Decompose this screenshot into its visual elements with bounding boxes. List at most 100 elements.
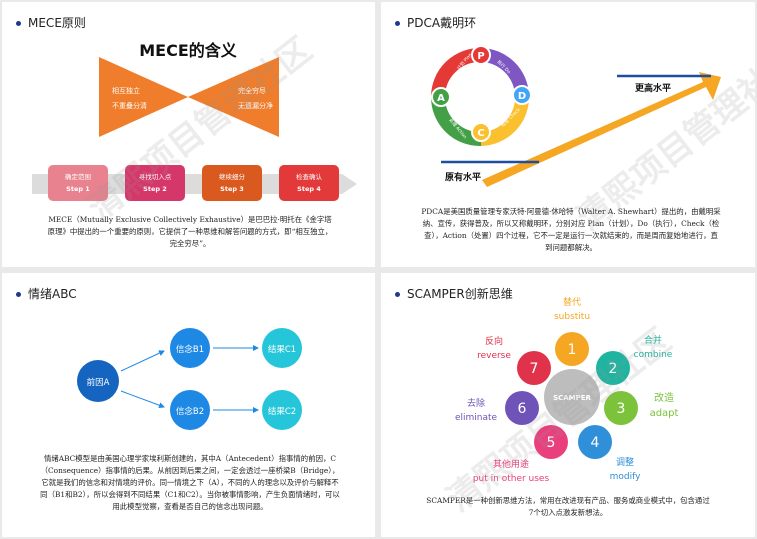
mece-right-label-2: 无遗漏分净 <box>238 101 273 110</box>
abc-node-b1-label: 信念B1 <box>176 344 204 355</box>
pdca-node-c <box>471 122 491 142</box>
abc-description: 情绪ABC模型是由美国心理学家埃利斯创建的，其中A（Antecedent）指事情… <box>40 454 340 511</box>
mece-step-1-num: Step 1 <box>66 185 90 193</box>
pdca-diagram: 持续改进 更高水平 原有水平 P D C A 计划 Plan 执行 Do 检查 <box>431 45 721 187</box>
pdca-cycle: P D C A 计划 Plan 执行 Do 检查 Check 处理 Action <box>431 45 532 146</box>
mece-step-2: 寻找切入点 Step 2 <box>125 165 185 201</box>
mece-heading: MECE的含义 <box>139 41 237 60</box>
scamper-circle-4 <box>578 425 612 459</box>
mece-step-4-label: 检查确认 <box>296 172 323 181</box>
bullet-dot-icon <box>395 292 400 297</box>
mece-step-4: 检查确认 Step 4 <box>279 165 339 201</box>
scamper-num-3: 3 <box>617 401 626 417</box>
mece-step-1-box <box>48 165 108 201</box>
mece-right-triangle <box>188 57 279 137</box>
pdca-high-level: 更高水平 <box>635 82 671 94</box>
mece-step-1: 确定范围 Step 1 <box>48 165 108 201</box>
scamper-cn-7: 反向 <box>485 335 503 347</box>
pdca-letter-d: D <box>518 91 526 102</box>
abc-title-text: 情绪ABC <box>28 287 77 301</box>
mece-step-2-box <box>125 165 185 201</box>
abc-node-b2-label: 信念B2 <box>176 406 204 417</box>
pdca-node-a <box>431 87 451 107</box>
scamper-center-label: SCAMPER <box>553 394 591 402</box>
mece-step-3-label: 继续细分 <box>219 172 246 181</box>
scamper-circle-6 <box>505 391 539 425</box>
scamper-en-6: eliminate <box>455 413 498 423</box>
bullet-dot-icon <box>395 21 400 26</box>
scamper-en-7: reverse <box>477 351 511 361</box>
abc-arrow-a-b2 <box>120 390 165 409</box>
scamper-en-3: adapt <box>650 408 679 419</box>
mece-title-text: MECE原则 <box>28 16 86 30</box>
scamper-title: SCAMPER创新思维 <box>395 285 513 302</box>
abc-panel: 情绪ABC 前因A 信念B1 信念B2 结果C1 结果C2 情绪ABC模型是由美… <box>2 273 375 537</box>
scamper-en-5: put in other uses <box>473 474 550 484</box>
pdca-letter-p: P <box>477 51 484 62</box>
abc-node-c2 <box>262 390 302 430</box>
scamper-cn-5: 其他用途 <box>493 458 529 470</box>
pdca-node-d <box>512 85 532 105</box>
abc-arrow-a-b1 <box>120 350 165 372</box>
mece-step-3-num: Step 3 <box>220 185 244 193</box>
scamper-cn-2: 合并 <box>644 334 662 346</box>
pdca-title: PDCA戴明环 <box>395 14 476 31</box>
mece-right-label-1: 完全穷尽 <box>238 86 266 95</box>
scamper-circle-7 <box>517 351 551 385</box>
mece-step-3: 继续细分 Step 3 <box>202 165 262 201</box>
abc-node-c1-label: 结果C1 <box>268 344 296 355</box>
scamper-num-1: 1 <box>568 342 577 358</box>
abc-diagram: 前因A 信念B1 信念B2 结果C1 结果C2 <box>77 328 302 430</box>
pdca-original-level: 原有水平 <box>445 171 481 183</box>
scamper-en-1: substitu <box>554 312 590 322</box>
mece-step-3-box <box>202 165 262 201</box>
scamper-center <box>544 369 600 425</box>
scamper-en-4: modify <box>610 472 641 482</box>
abc-node-b2 <box>170 390 210 430</box>
scamper-panel: SCAMPER创新思维 SCAMPER 1 替代 substitu 2 合并 c… <box>381 273 755 537</box>
scamper-num-4: 4 <box>591 435 600 451</box>
abc-node-a <box>77 360 119 402</box>
abc-node-c1 <box>262 328 302 368</box>
mece-left-triangle <box>99 57 188 137</box>
mece-diagram: MECE的含义 相互独立 不重叠分清 完全穷尽 无遗漏分净 确定范围 Step … <box>32 41 357 201</box>
scamper-en-2: combine <box>634 350 673 360</box>
scamper-cn-1: 替代 <box>563 296 581 308</box>
abc-node-a-label: 前因A <box>87 377 110 388</box>
scamper-num-6: 6 <box>518 401 527 417</box>
abc-node-c2-label: 结果C2 <box>268 406 296 417</box>
scamper-circle-2 <box>596 351 630 385</box>
abc-node-b1 <box>170 328 210 368</box>
mece-description: MECE（Mutually Exclusive Collectively Exh… <box>47 215 333 248</box>
pdca-panel: PDCA戴明环 持续改进 更高水平 原有水平 P D C A 计划 Pla <box>381 2 755 267</box>
bullet-dot-icon <box>16 292 21 297</box>
mece-left-label-2: 不重叠分清 <box>112 101 147 110</box>
mece-step-4-box <box>279 165 339 201</box>
pdca-letter-a: A <box>437 93 445 104</box>
pdca-description: PDCA是美国质量管理专家沃特·阿曼德·休哈特（Walter A. Shewha… <box>421 207 721 252</box>
scamper-cn-3: 改造 <box>654 391 674 404</box>
mece-panel: MECE原则 MECE的含义 相互独立 不重叠分清 完全穷尽 无遗漏分净 确定范… <box>2 2 375 267</box>
mece-step-2-label: 寻找切入点 <box>139 172 172 181</box>
mece-left-label-1: 相互独立 <box>112 86 140 95</box>
mece-step-arrow <box>32 174 357 194</box>
scamper-circle-1 <box>555 332 589 366</box>
scamper-num-5: 5 <box>547 435 556 451</box>
pdca-title-text: PDCA戴明环 <box>407 16 477 30</box>
scamper-num-7: 7 <box>530 361 539 377</box>
pdca-node-p <box>471 45 491 65</box>
scamper-diagram: SCAMPER 1 替代 substitu 2 合并 combine 3 改造 … <box>455 296 679 484</box>
bullet-dot-icon <box>16 21 21 26</box>
scamper-description: SCAMPER是一种创新思维方法，常用在改进现有产品、服务或商业模式中，包含通过… <box>426 496 710 517</box>
scamper-cn-6: 去除 <box>467 397 485 409</box>
scamper-circle-5 <box>534 425 568 459</box>
scamper-cn-4: 调整 <box>616 456 634 468</box>
mece-step-2-num: Step 2 <box>143 185 167 193</box>
scamper-num-2: 2 <box>609 361 618 377</box>
abc-title: 情绪ABC <box>16 285 77 302</box>
mece-title: MECE原则 <box>16 14 86 31</box>
pdca-improve-arrow <box>482 72 721 187</box>
scamper-title-text: SCAMPER创新思维 <box>407 287 513 301</box>
scamper-circle-3 <box>604 391 638 425</box>
